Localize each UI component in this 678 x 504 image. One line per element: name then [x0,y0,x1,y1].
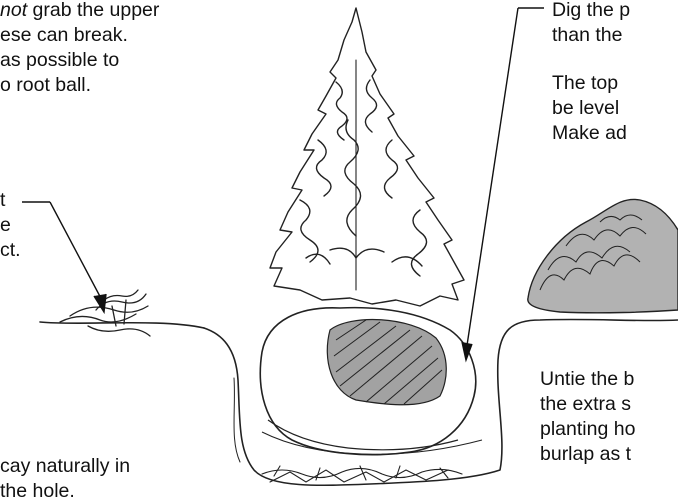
left-top-line3: as possible to [0,48,119,73]
left-mid-line1: t [0,188,5,213]
evergreen-tree [270,8,464,306]
left-mid-line3: ct. [0,238,21,263]
right-mid-line2: be level [552,96,619,121]
bottom-roots [262,466,462,482]
left-top-line4: o root ball. [0,73,91,98]
left-top-line1: not grab the upper [0,0,159,23]
right-bottom-line1: Untie the b [540,367,634,392]
right-mid-line3: Make ad [552,121,627,146]
left-mid-line2: e [0,213,11,238]
right-top-line1: Dig the p [552,0,630,23]
shrub [528,199,678,312]
right-bottom-line3: planting ho [540,417,635,442]
right-mid-line1: The top [552,71,618,96]
left-top-line1-italic: not [0,0,27,21]
right-bottom-line4: burlap as t [540,442,631,467]
right-top-line2: than the [552,23,622,48]
pointer-top-right [462,8,544,360]
left-bottom-line1: cay naturally in [0,454,130,479]
left-top-line2: ese can break. [0,23,128,48]
root-ball [260,308,482,455]
right-bottom-line2: the extra s [540,392,631,417]
left-bottom-line2: the hole. [0,479,75,504]
pointer-left [22,202,106,312]
left-top-line1-rest: grab the upper [27,0,159,21]
